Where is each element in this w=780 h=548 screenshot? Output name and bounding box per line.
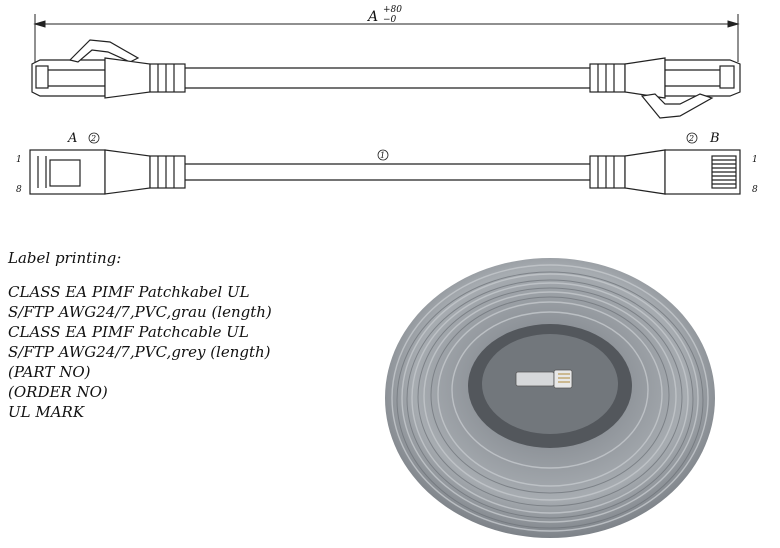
cable-part-circle <box>377 149 389 161</box>
label-line: S/FTP AWG24/7,PVC,grey (length) <box>8 343 271 361</box>
coiled-cable-photo <box>385 258 715 538</box>
cable-part-number: 1 <box>380 151 385 160</box>
label-line: (ORDER NO) <box>8 383 108 401</box>
rj45-plug-icon <box>515 369 573 389</box>
label-line: S/FTP AWG24/7,PVC,grau (length) <box>8 303 272 321</box>
label-line: UL MARK <box>8 403 85 421</box>
dimension-line <box>33 14 740 62</box>
tolerance-lower: −0 <box>383 15 397 25</box>
dimension-label: A <box>366 9 378 25</box>
pin-first-right: 1 <box>752 155 758 165</box>
cable-top-view <box>29 149 741 195</box>
end-b-label: B <box>709 131 720 146</box>
label-line: (PART NO) <box>8 363 91 381</box>
label-line: CLASS EA PIMF Patchkabel UL <box>8 283 250 301</box>
pin-last-left: 8 <box>16 185 22 195</box>
part-b-circle <box>686 132 698 144</box>
end-a-label: A <box>67 131 77 146</box>
pin-first-left: 1 <box>16 155 22 165</box>
part-a-number: 2 <box>90 134 96 143</box>
part-b-number: 2 <box>688 134 694 143</box>
pin-last-right: 8 <box>752 185 758 195</box>
part-a-circle <box>88 132 100 144</box>
coil-shadow-lines <box>396 271 704 529</box>
label-printing-block: Label printing: CLASS EA PIMF Patchkabel… <box>8 248 368 422</box>
label-line: CLASS EA PIMF Patchcable UL <box>8 323 249 341</box>
technical-drawing: A +80 −0 <box>16 5 758 195</box>
tolerance-upper: +80 <box>383 5 402 15</box>
label-printing-heading: Label printing: <box>8 249 122 267</box>
cable-side-view <box>31 39 741 119</box>
coil-windings <box>391 264 709 532</box>
